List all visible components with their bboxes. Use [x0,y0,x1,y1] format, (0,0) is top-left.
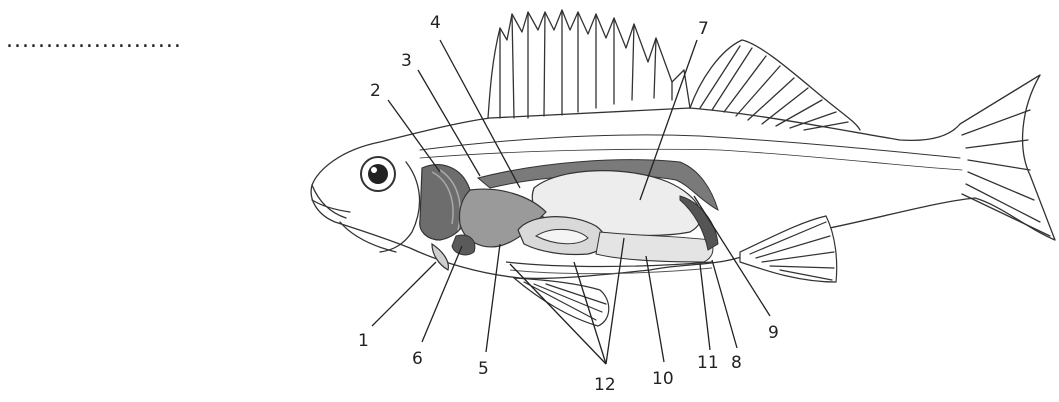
leader-5 [486,244,500,352]
leader-1 [372,262,436,326]
eye [361,157,395,191]
mouth [312,185,350,218]
label-5: 5 [478,359,489,379]
leader-3 [418,70,480,176]
label-7: 7 [698,19,709,39]
label-9: 9 [768,323,779,343]
answer-blank: ...................... [6,28,182,53]
label-2: 2 [370,81,381,101]
label-3: 3 [401,51,412,71]
label-4: 4 [430,13,441,33]
label-8: 8 [731,353,742,373]
dorsal-fin-spiny [488,10,690,118]
leader-2 [388,100,440,172]
dorsal-fin-soft [690,40,860,130]
label-6: 6 [412,349,423,369]
leader-4 [440,40,520,188]
pelvic-fin [514,278,609,326]
anal-fin [740,216,837,282]
lateral-line [420,135,960,158]
label-11: 11 [697,353,719,373]
leader-8 [712,260,737,348]
label-1: 1 [358,331,369,351]
internal-organs [452,160,718,274]
leader-11 [700,264,710,350]
label-10: 10 [652,369,674,389]
label-12: 12 [594,375,616,395]
pectoral-fin [432,244,448,270]
